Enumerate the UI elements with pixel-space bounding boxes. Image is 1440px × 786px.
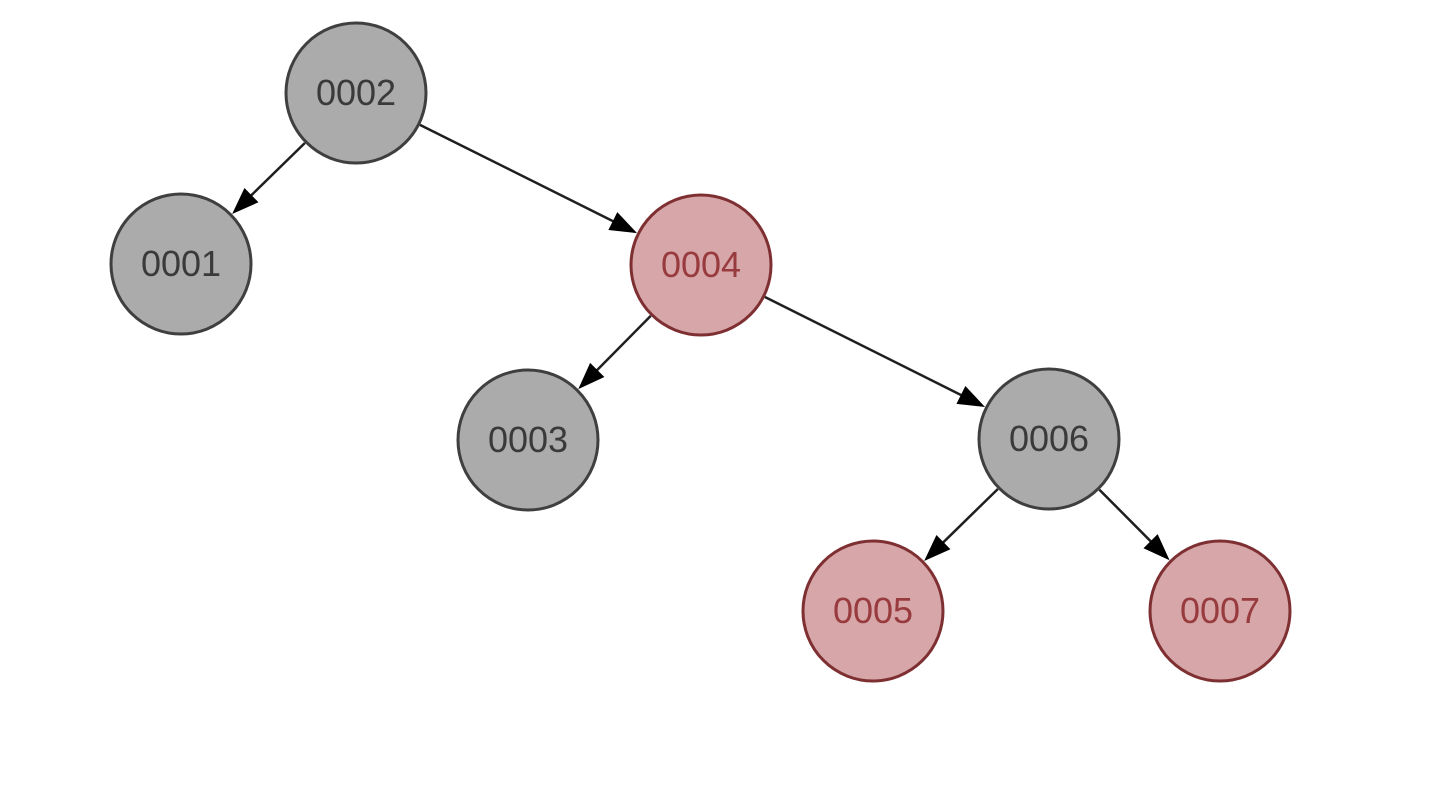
tree-node-0002: 0002: [284, 21, 428, 165]
tree-edge-0002-to-0004: [419, 123, 638, 234]
tree-node-0007: 0007: [1148, 539, 1292, 683]
arrowhead-icon: [608, 212, 638, 234]
tree-edge-0006-to-0007: [1098, 488, 1170, 561]
arrowhead-icon: [1143, 534, 1170, 561]
node-circle: [284, 21, 428, 165]
node-circle: [977, 367, 1121, 511]
arrowhead-icon: [956, 386, 986, 408]
edge-line: [594, 314, 652, 373]
arrowhead-icon: [578, 362, 605, 390]
arrowhead-icon: [924, 535, 951, 562]
node-circle: [109, 192, 253, 336]
tree-edge-0004-to-0006: [764, 295, 986, 408]
tree-node-0004: 0004: [629, 193, 773, 337]
edge-line: [419, 123, 616, 224]
edge-line: [249, 142, 306, 198]
edge-line: [1098, 488, 1153, 544]
node-circle: [629, 193, 773, 337]
node-circle: [801, 539, 945, 683]
edge-line: [764, 295, 964, 397]
tree-edge-0002-to-0001: [232, 142, 306, 215]
node-circle: [456, 368, 600, 512]
tree-edge-0006-to-0005: [924, 488, 999, 562]
tree-node-0001: 0001: [109, 192, 253, 336]
arrowhead-icon: [232, 188, 259, 215]
tree-edge-0004-to-0003: [578, 314, 652, 390]
tree-node-0003: 0003: [456, 368, 600, 512]
node-circle: [1148, 539, 1292, 683]
tree-node-0006: 0006: [977, 367, 1121, 511]
tree-node-0005: 0005: [801, 539, 945, 683]
edge-line: [941, 488, 999, 545]
